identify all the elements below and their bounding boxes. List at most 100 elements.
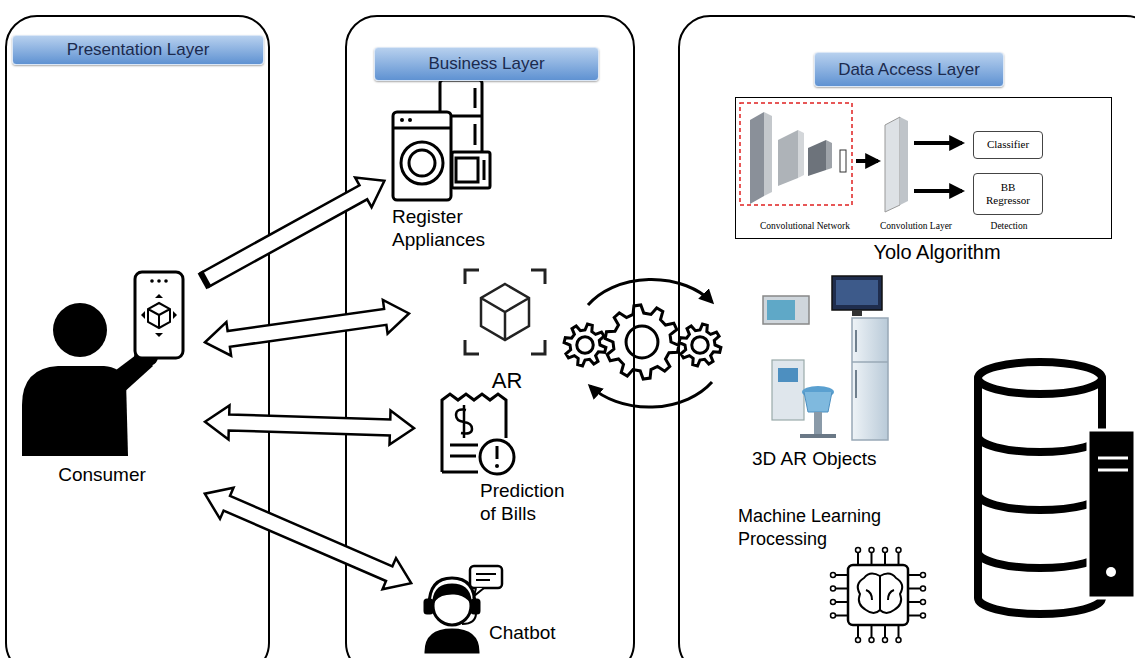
ar-icon [465, 270, 545, 354]
ml-chip-icon [866, 576, 894, 610]
box-label: Classifier [987, 138, 1029, 151]
server-icon [1088, 430, 1135, 598]
ar-objects [804, 392, 832, 412]
appliances-icon [483, 160, 486, 180]
consumer-figure [53, 303, 107, 357]
block-arrow [205, 488, 411, 590]
ml-chip-icon [858, 573, 903, 613]
appliances-icon [474, 124, 477, 145]
yolo-figure [740, 103, 962, 212]
ar-objects [852, 318, 888, 440]
gear-hub [577, 337, 594, 354]
function-item: Prediction of Bills [417, 392, 588, 534]
ar-objects [855, 370, 857, 398]
chip-pin-end [831, 613, 836, 618]
ar-objects [832, 276, 882, 310]
appliances-icon [474, 88, 477, 108]
yolo-figure [840, 150, 846, 172]
yolo-figure [798, 130, 804, 178]
layer-panel: Business LayerRegister AppliancesARPredi… [345, 15, 635, 658]
ar-objects [852, 310, 862, 316]
node-label: Convolution Layer [868, 221, 964, 232]
chatbot-icon [426, 630, 478, 652]
yolo-figure [914, 141, 962, 145]
chip-pin-end [831, 600, 836, 605]
chatbot-icon [429, 578, 475, 606]
layer-header: Presentation Layer [12, 35, 264, 65]
ar-objects [767, 300, 795, 320]
database-icon [978, 362, 1102, 614]
cycle-arrows [588, 279, 712, 305]
ar-objects [763, 296, 809, 324]
yolo-figure [764, 112, 772, 196]
phone-icon [164, 279, 168, 283]
chatbot-icon [476, 573, 496, 575]
server-icon [1088, 430, 1135, 598]
bill-icon [450, 444, 478, 447]
ml-chip-icon [831, 548, 926, 643]
gear [679, 324, 721, 366]
chip-pin-end [896, 548, 901, 553]
appliances-icon [408, 118, 412, 122]
yolo-figure [914, 189, 962, 193]
layer-header: Business Layer [374, 47, 599, 81]
layer-header: Data Access Layer [814, 52, 1004, 87]
chip-pin-end [896, 638, 901, 643]
database-icon [978, 362, 1102, 394]
yolo-figure [750, 112, 764, 204]
chip-pin-end [921, 600, 926, 605]
bill-icon [495, 464, 499, 468]
yolo-figure [778, 130, 798, 186]
server-icon [1098, 469, 1128, 472]
phone-icon [135, 272, 183, 358]
caption-label: 3D AR Objects [752, 447, 912, 471]
ar-icon [481, 284, 529, 340]
yolo-figure [900, 117, 908, 205]
node-label: Detection [974, 221, 1044, 232]
gear-hub [692, 337, 709, 354]
chip-pin-end [883, 548, 888, 553]
yolo-figure [826, 140, 832, 170]
node-label: Prediction of Bills [480, 480, 585, 526]
function-item: AR [412, 267, 552, 402]
node-label: Chatbot [489, 622, 561, 645]
chip-pin-end [921, 586, 926, 591]
yolo-figure [808, 140, 826, 176]
gears [564, 305, 721, 379]
phone-icon [141, 294, 177, 337]
bill-icon [496, 446, 499, 459]
chatbot-icon [470, 566, 502, 588]
ar-objects [772, 360, 804, 420]
chatbot-icon [462, 613, 476, 624]
layer-panel: Data Access LayerConvolutional NetworkCo… [678, 15, 1135, 658]
ml-chip-icon [848, 565, 908, 625]
ar-objects [763, 276, 888, 440]
appliances-icon [456, 158, 478, 182]
bill-icon [442, 471, 478, 474]
box-label: BB Regressor [981, 181, 1035, 207]
chip-pin-end [921, 613, 926, 618]
phone-icon [148, 303, 170, 328]
ar-objects [778, 368, 798, 382]
database-icon [978, 436, 1102, 568]
server-icon [1098, 457, 1128, 460]
node-label: AR [477, 368, 537, 394]
chip-pin-end [856, 638, 861, 643]
layer-panel: Presentation LayerConsumer [5, 15, 270, 658]
consumer: Consumer [2, 272, 202, 502]
detection-box: BB Regressor [973, 173, 1043, 215]
appliances-icon [409, 150, 435, 176]
chatbot-icon [476, 579, 490, 581]
chip-pin-end [831, 586, 836, 591]
ar-objects [814, 412, 822, 436]
server-icon [1106, 567, 1116, 577]
appliances-icon [400, 118, 404, 122]
chip-pin-end [921, 573, 926, 578]
function-item: Chatbot [414, 562, 564, 652]
node-label: Consumer [42, 464, 162, 487]
gear [564, 324, 606, 366]
appliances-icon [393, 127, 451, 130]
cycle-arrows [588, 279, 712, 407]
appliances-icon [393, 80, 490, 200]
